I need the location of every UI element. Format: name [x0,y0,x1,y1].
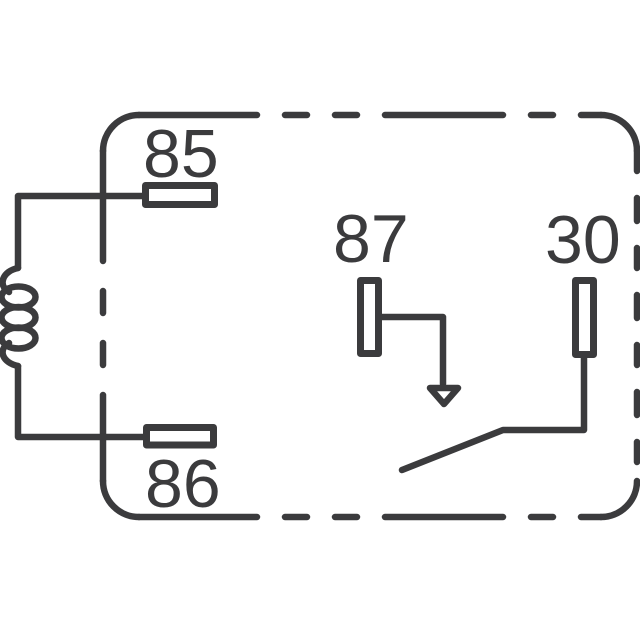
outline-corner-bottom-right [597,477,640,521]
pin-86-label: 86 [145,446,221,522]
wire-85-to-coil [14,192,149,272]
coil-circuit [0,192,150,441]
coil-bump-bottom [0,339,22,370]
wire-coil-to-86 [14,362,150,441]
terminal-87 [357,277,382,357]
pin-85-label: 85 [143,116,219,192]
terminal-85 [142,182,218,208]
terminal-86 [143,424,217,449]
pin-labels: 85 86 87 30 [143,116,621,522]
contact-circuit [378,313,588,474]
terminals [142,182,597,449]
outline-corner-top-right [597,111,640,155]
pin-87-label: 87 [333,201,409,277]
pin-30-label: 30 [545,202,621,278]
terminal-30 [572,277,597,358]
schematic-lines [0,111,640,521]
down-arrow-icon [426,384,462,408]
coil-loop [0,324,39,352]
switch-arm [398,354,588,474]
outline-corner-bottom-left [99,477,143,521]
wire-87 [378,313,447,388]
coil [0,264,39,370]
relay-body-outline [99,111,640,521]
outline-corner-top-left [99,111,143,155]
